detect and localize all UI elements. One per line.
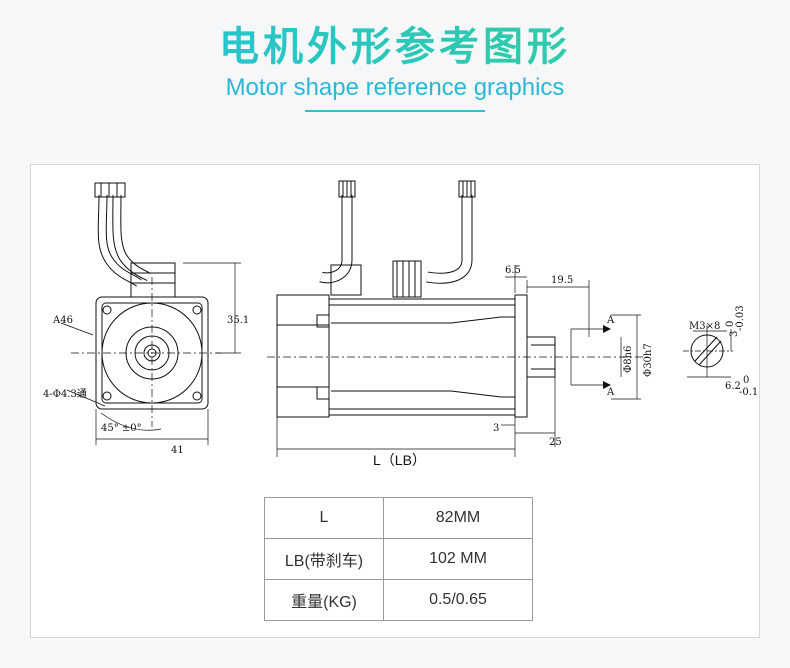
front-hole-dim: 4-Φ4.3通 (43, 388, 87, 400)
spec-value: 0.5/0.65 (383, 579, 533, 621)
spec-label: L (264, 497, 384, 539)
tolerance-3-lower: -0.03 (735, 305, 746, 331)
front-flange-dim: A46 (52, 315, 73, 326)
length-label: L（LB） (373, 452, 426, 468)
spec-value: 102 MM (383, 538, 533, 580)
pilot-diameter-dim: Φ30h7 (643, 343, 654, 377)
spec-table: L 82MM LB(带刹车) 102 MM 重量(KG) 0.5/0.65 (264, 497, 533, 621)
motor-technical-drawing: A46 4-Φ4.3通 45° ±0° 41 35.1 (43, 180, 758, 468)
tolerance-62-lower: -0.1 (739, 387, 758, 398)
side-flange (514, 294, 528, 418)
front-width-dim: 41 (171, 445, 184, 456)
front-height-dim: 35.1 (227, 315, 249, 326)
page-title: 电机外形参考图形 (0, 14, 790, 72)
table-row: LB(带刹车) 102 MM (264, 538, 533, 580)
side-dim-19-5: 19.5 (551, 275, 573, 286)
section-view (683, 325, 733, 378)
side-connector-right (392, 260, 422, 298)
side-connector-left (330, 264, 362, 296)
tolerance-62: 6.2 (725, 381, 741, 392)
spec-label: 重量(KG) (264, 579, 384, 621)
tolerance-62-upper: 0 (743, 375, 749, 386)
side-view (267, 180, 651, 457)
tolerance-3: 3 (729, 331, 740, 337)
title-underline (305, 110, 485, 112)
page-subtitle: Motor shape reference graphics (225, 74, 565, 101)
front-cable-tips (94, 182, 126, 198)
shaft-diameter-dim: Φ8h6 (623, 346, 634, 373)
spec-value: 82MM (383, 497, 533, 539)
table-row: L 82MM (264, 497, 533, 539)
front-view (60, 182, 241, 445)
screw-label: M3×8 (689, 321, 720, 332)
side-dim-3: 3 (493, 423, 499, 434)
drawing-panel: A46 4-Φ4.3通 45° ±0° 41 35.1 (30, 164, 760, 638)
table-row: 重量(KG) 0.5/0.65 (264, 579, 533, 621)
section-a-top: A (606, 315, 615, 326)
section-a-bottom: A (606, 387, 615, 398)
spec-label: LB(带刹车) (264, 538, 384, 580)
tolerance-3-upper: 0 (725, 321, 736, 327)
mount-hole (102, 305, 112, 315)
side-dim-25: 25 (549, 437, 562, 448)
side-dim-6-5: 6.5 (505, 265, 521, 276)
front-angle-dim: 45° ±0° (101, 423, 142, 434)
